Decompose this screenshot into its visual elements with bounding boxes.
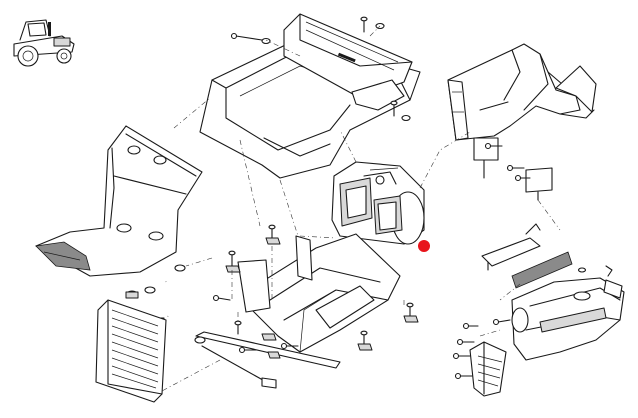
mounting-bracket-frame [194, 233, 401, 389]
blower-unit [331, 161, 425, 245]
tractor-icon [13, 19, 75, 67]
louver-vent [469, 341, 507, 397]
screw-set-lower [452, 318, 511, 380]
upper-duct-housing [199, 13, 421, 179]
filter-element [481, 223, 541, 271]
screw-set-top [230, 16, 411, 122]
floor-mat [35, 125, 203, 277]
heater-core-radiator [95, 299, 167, 403]
assembly-guide-lines [159, 25, 561, 393]
filter-cover [511, 251, 573, 289]
highlight-marker [418, 240, 430, 252]
screw-set-bracket [212, 224, 419, 359]
lower-duct-housing [511, 265, 625, 361]
screw-set-duct [484, 142, 531, 182]
side-duct-pipe [447, 43, 597, 201]
